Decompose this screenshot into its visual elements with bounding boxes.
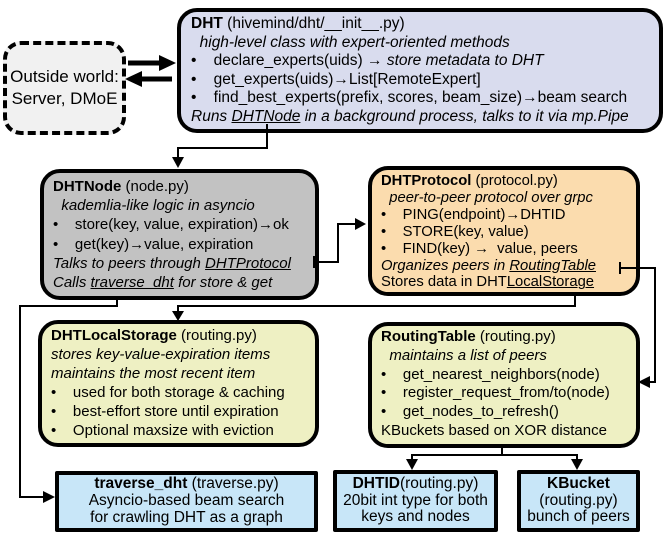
text-line: DHTLocalStorage (routing.py) [51,327,257,344]
text-line: peer-to-peer protocol over grpc [381,189,593,206]
text-line: keys and nodes [361,508,470,526]
text-line: Runs DHTNode in a background process, ta… [191,107,629,125]
text-line: kademlia-like logic in asyncio [53,197,255,215]
text-line: • best-effort store until expiration [51,403,279,420]
text-line: (routing.py) [539,491,618,509]
text-line: KBuckets based on XOR distance [381,421,607,439]
text-line: Calls traverse_dht for store & get [53,274,273,292]
text-line: • get_nearest_neighbors(node) [381,365,600,383]
text-line: traverse_dht (traverse.py) [94,475,279,493]
text-line: RoutingTable (routing.py) [381,328,556,345]
arrow-dhtnode-to-dhtprotocol-icon [313,218,366,268]
box-dhtprotocol: DHTProtocol (protocol.py) peer-to-peer p… [368,166,640,296]
text-line: • get_nodes_to_refresh() [381,403,559,421]
text-line: DHTProtocol (protocol.py) [381,173,558,189]
arrow-dht-to-outside-icon [125,71,172,87]
text-line: DHTNode (node.py) [53,178,189,195]
text-line: • get_experts(uids)→List[RemoteExpert] [191,70,481,88]
box-kbucket: KBucket(routing.py)bunch of peers [517,470,640,532]
text-line: • get(key)→value, expiration [53,235,254,253]
box-traverse-dht: traverse_dht (traverse.py)Asyncio-based … [55,471,318,532]
arrow-outside-to-dht-icon [128,55,176,71]
text-line: KBucket [547,474,610,492]
text-line: DHTID(routing.py) [352,474,479,492]
box-outside-world: Outside world: Server, DMoE [3,41,126,135]
text-line: Talks to peers through DHTProtocol [53,254,291,272]
text-line: maintains a list of peers [381,346,547,364]
text-line: • declare_experts(uids) → store metadata… [191,52,544,70]
text-line: • store(key, value, expiration)→ok [53,216,289,234]
text-line: maintains the most recent item [51,365,256,382]
text-line: stores key-value-expiration items [51,346,271,363]
text-line: bunch of peers [527,508,630,526]
text-line: 20bit int type for both [343,491,488,509]
box-dhtnode: DHTNode (node.py) kademlia-like logic in… [40,169,319,300]
text-line: • register_request_from/to(node) [381,384,610,402]
box-dhtlocalstorage: DHTLocalStorage (routing.py) stores key-v… [38,320,319,447]
text-line: Organizes peers in RoutingTable [381,257,596,274]
text-line: Server, DMoE [11,89,118,108]
text-line: high-level class with expert-oriented me… [191,33,510,51]
box-dhtid: DHTID(routing.py)20bit int type for both… [333,470,498,532]
text-line: • FIND(key) → value, peers [381,240,578,257]
text-line: • STORE(key, value) [381,223,529,240]
text-line: • find_best_experts(prefix, scores, beam… [191,89,628,107]
text-line: • Optional maxsize with eviction [51,422,274,439]
text-line: • used for both storage & caching [51,384,285,401]
text-line: for crawling DHT as a graph [90,508,283,526]
box-dht: DHT (hivemind/dht/__init__.py) high-leve… [177,8,663,133]
text-line: • PING(endpoint)→DHTID [381,206,566,223]
text-line: DHT (hivemind/dht/__init__.py) [191,15,405,32]
arrow-routingtable-to-dhtid-icon [406,448,503,470]
arrow-routingtable-to-kbucket-icon [502,454,583,470]
box-routingtable: RoutingTable (routing.py) maintains a li… [368,322,640,448]
text-line: Outside world: [10,67,119,86]
text-line: Asyncio-based beam search [88,492,285,510]
text-line: Stores data in DHTLocalStorage [381,274,595,291]
